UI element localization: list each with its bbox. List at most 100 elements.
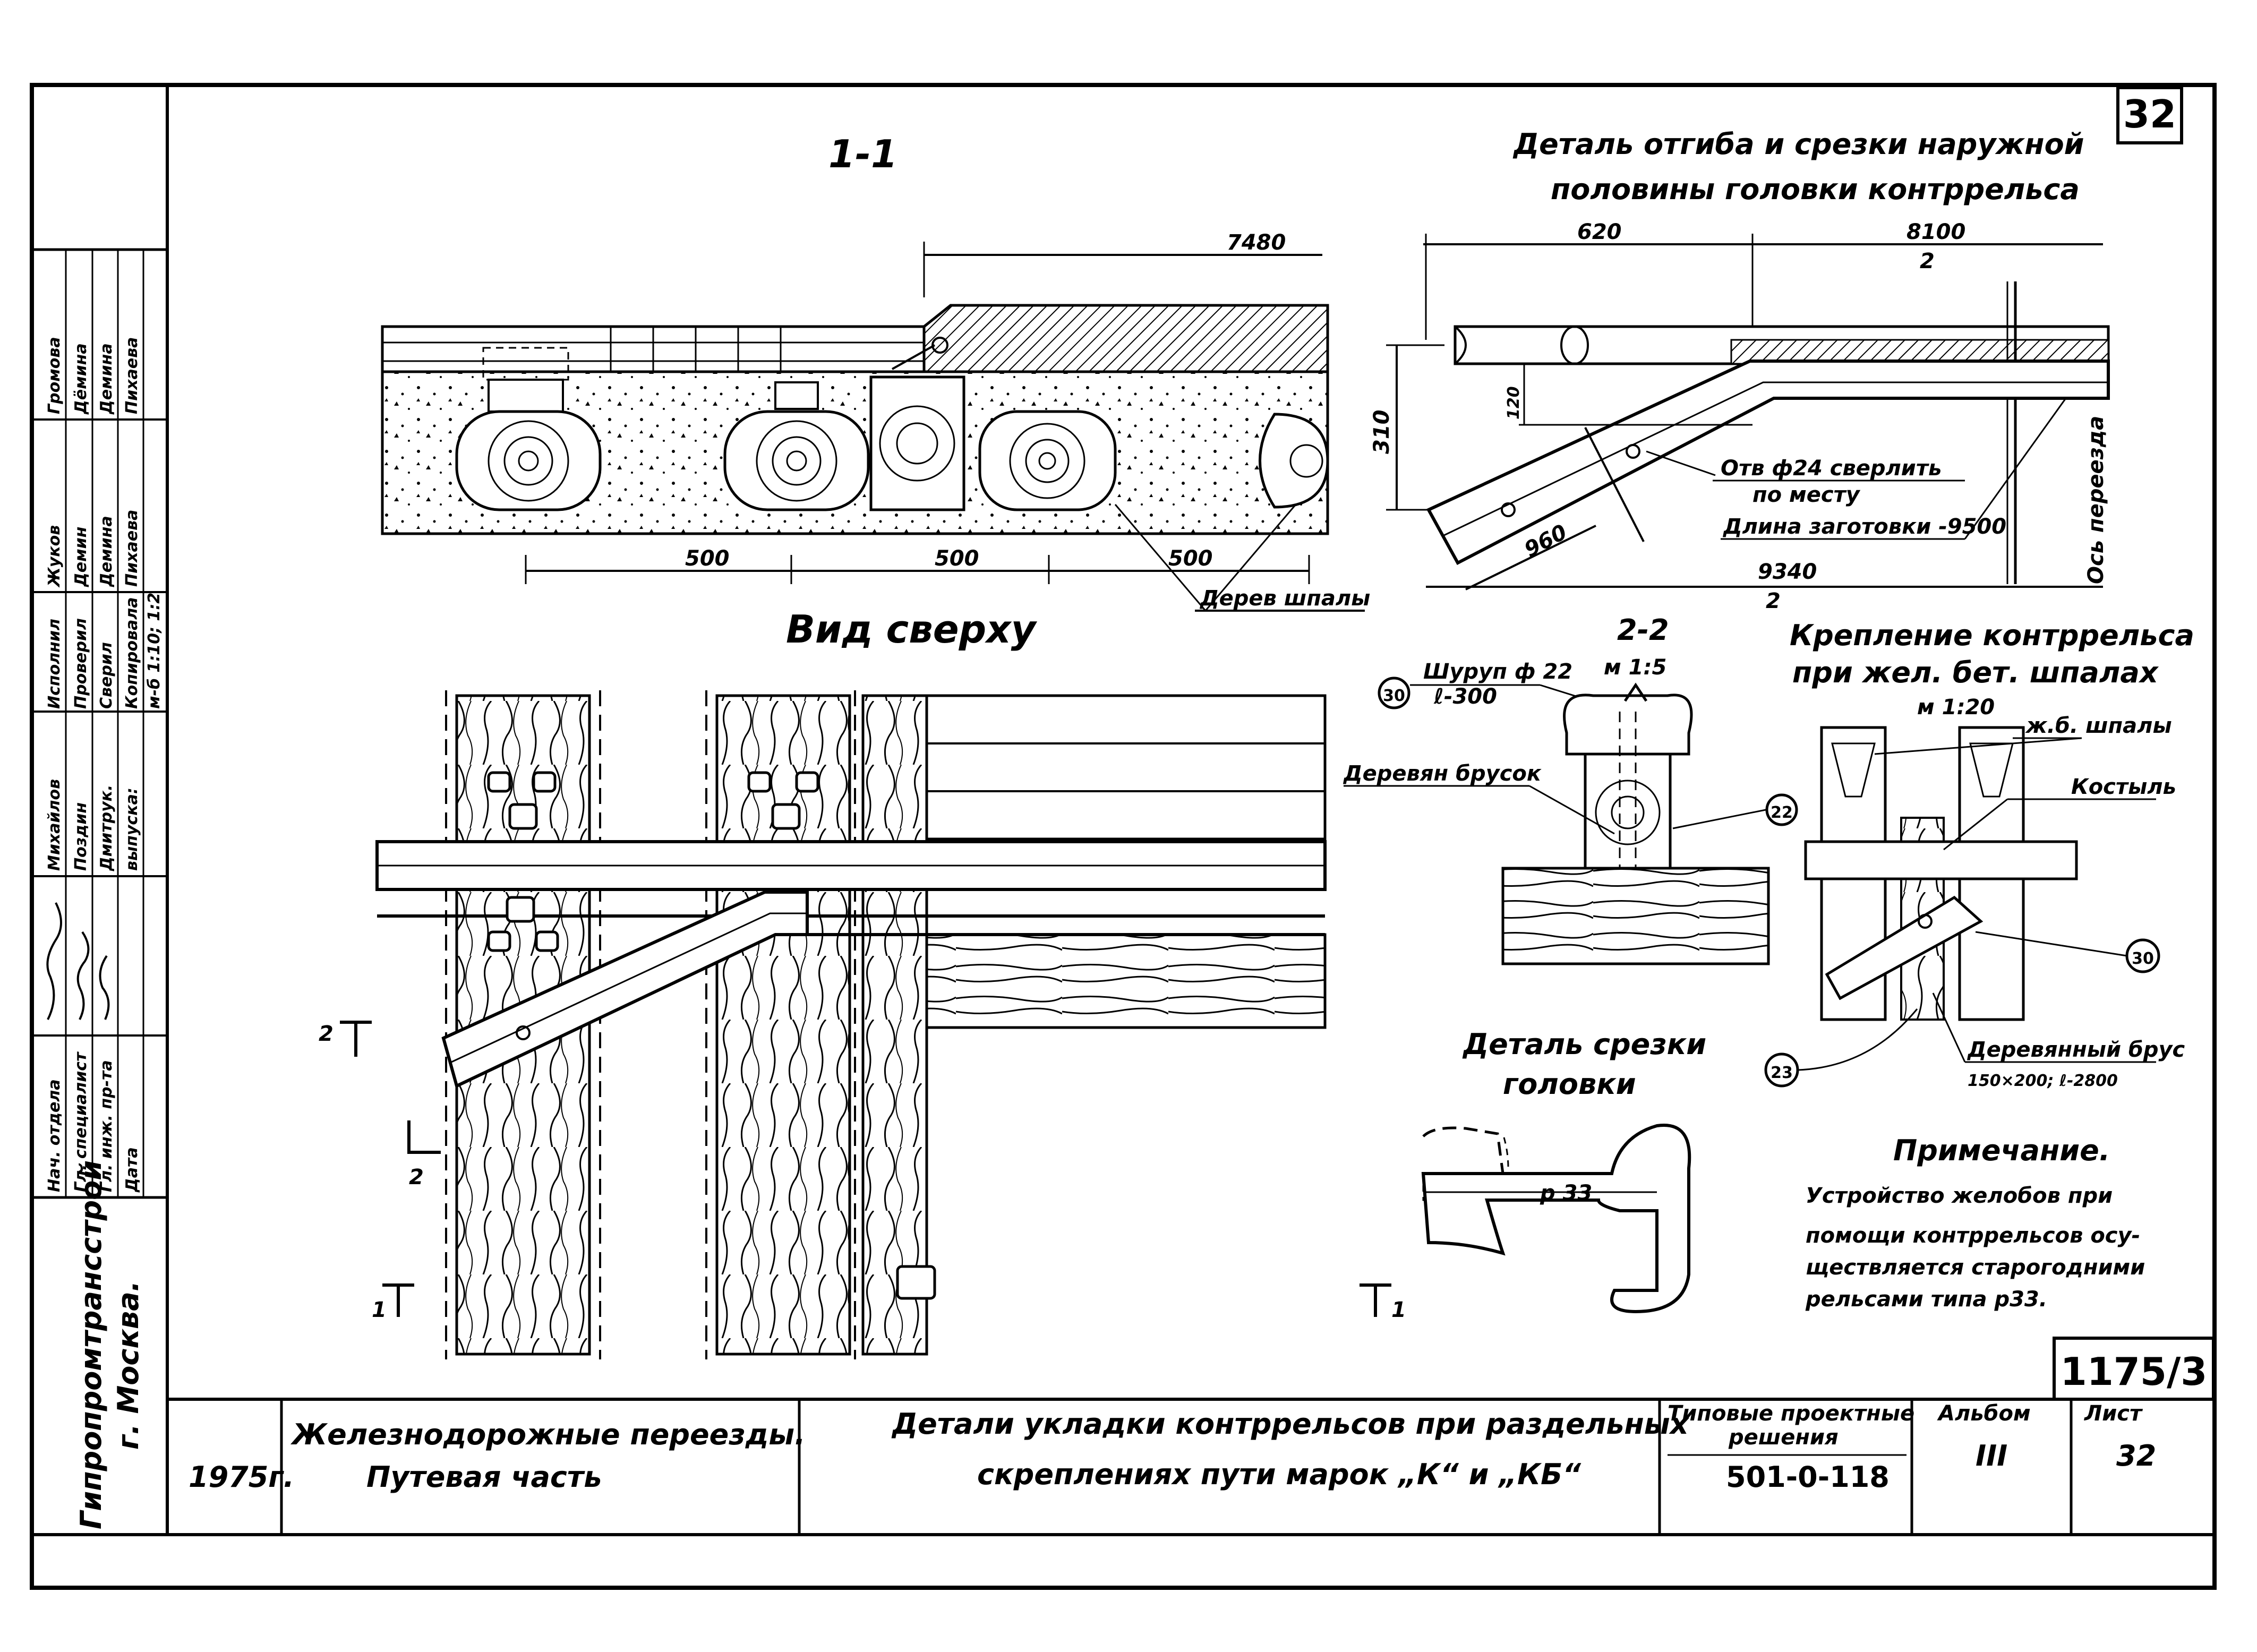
bend-title-2: половины головки контррельса — [1551, 173, 2080, 206]
cut-2-mark-a: 2 — [319, 1022, 334, 1046]
signature-3 — [99, 955, 110, 1020]
cut-detail-title-2: головки — [1503, 1067, 1636, 1101]
screw-label-1: Шуруп ф 22 — [1423, 660, 1572, 684]
dim-9340-den: 2 — [1766, 589, 1781, 613]
section-2-2: 2-2 м 1:5 30 Шуруп ф 22 ℓ-300 Деревян бр… — [1343, 613, 1798, 965]
cf-title-2: при жел. бет. шпалах — [1792, 656, 2159, 689]
bend-title-1: Деталь отгиба и срезки наружной — [1512, 127, 2084, 161]
stamp-name1-1: Поздин — [72, 802, 90, 871]
callout-22: 22 — [1771, 803, 1793, 822]
stamp-name2-3: Копировала — [123, 597, 141, 709]
title-block: 1175/3 1975г. Железнодорожные переезды. … — [167, 1337, 2215, 1535]
sleeper-2 — [723, 410, 870, 511]
note-axis: Ось переезда — [2084, 416, 2108, 584]
cut-detail-title-1: Деталь срезки — [1462, 1028, 1706, 1061]
cf-label-spike: Костыль — [2071, 775, 2176, 799]
stamp-name3-2: Демина — [97, 516, 116, 587]
bend-detail: Деталь отгиба и срезки наружной половины… — [1370, 127, 2110, 613]
sleeper-1 — [455, 410, 602, 511]
stamp-name4-1: Дёмина — [72, 343, 90, 415]
note-title: Примечание. — [1893, 1134, 2110, 1167]
note-blank-length: Длина заготовки -9500 — [1722, 515, 2006, 539]
concrete-fastening-detail: Крепление контррельса при жел. бет. шпал… — [1764, 619, 2194, 1090]
signature-2 — [76, 931, 90, 1020]
callout-23: 23 — [1771, 1064, 1793, 1082]
note-line-3: ществляется старогодними — [1806, 1255, 2145, 1280]
series-code: 501-0-118 — [1726, 1460, 1890, 1494]
section-2-2-title: 2-2 — [1617, 613, 1669, 647]
stamp-name2-2: Сверил — [97, 642, 116, 709]
wood-block — [869, 337, 965, 511]
top-view: Вид сверху — [319, 607, 1406, 1359]
sheet-label: Лист — [2084, 1401, 2143, 1426]
organization-city: г. Москва. — [112, 1281, 145, 1450]
stamp-name3-1: Демин — [72, 527, 90, 587]
cf-label-bar-2: 150×200; ℓ-2800 — [1968, 1072, 2118, 1090]
dim-620: 620 — [1577, 220, 1622, 244]
fasteners — [487, 771, 936, 1300]
year: 1975г. — [189, 1460, 294, 1494]
callout-30-a: 30 — [1383, 687, 1405, 705]
sleeper-top-2 — [715, 694, 851, 1356]
note-line-1: Устройство желобов при — [1806, 1184, 2113, 1208]
label-wooden-sleepers: Дерев шпалы — [1199, 586, 1370, 611]
series-label-2: решения — [1728, 1425, 1839, 1450]
stamp-role-3: Дата — [123, 1147, 141, 1193]
note-hole-1: Отв ф24 сверлить — [1721, 456, 1942, 481]
organization-name: Гипропромтрансстрой — [74, 1160, 108, 1529]
stamp-name4-0: Громова — [45, 337, 64, 414]
series-label-1: Типовые проектные — [1668, 1401, 1914, 1426]
stamp-role-0: Нач. отдела — [45, 1079, 64, 1192]
cut-1-mark-b: 1 — [1391, 1298, 1406, 1322]
stamp-name4-2: Демина — [97, 343, 116, 415]
stamp-name1-3: выпуска: — [123, 788, 141, 871]
cf-label-sleepers: ж.б. шпалы — [2025, 714, 2172, 738]
bar-top — [861, 694, 928, 1356]
album-label: Альбом — [1937, 1401, 2031, 1426]
guard-rail-bent — [441, 891, 809, 1089]
cf-label-bar-1: Деревянный брус — [1967, 1038, 2185, 1062]
rail-profile — [381, 325, 968, 373]
dim-120: 120 — [1504, 386, 1523, 420]
sheet-number-box: 32 — [2116, 86, 2183, 144]
sleeper-3 — [978, 410, 1117, 511]
rail-cross-section — [1421, 1124, 1691, 1314]
note-line-2: помощи контррельсов осу- — [1806, 1223, 2140, 1248]
asphalt-layer — [922, 304, 1329, 373]
stamp-name4-3: Пихаева — [123, 337, 141, 414]
project-title-2: Путевая часть — [366, 1460, 602, 1494]
dim-9340: 9340 — [1758, 560, 1817, 584]
screw-label-2: ℓ-300 — [1433, 684, 1497, 709]
note-block: Примечание. Устройство желобов при помощ… — [1805, 1134, 2145, 1312]
cf-scale: м 1:20 — [1917, 695, 1995, 720]
stamp-role-1: Гл. специалист — [72, 1051, 90, 1192]
stamp-name3-3: Пихаева — [123, 510, 141, 587]
cf-title-1: Крепление контррельса — [1790, 619, 2194, 652]
wood-block-label: Деревян брусок — [1343, 761, 1542, 786]
dim-500-3: 500 — [1168, 546, 1213, 571]
stamp-name2-1: Проверил — [72, 618, 90, 709]
signature-1 — [46, 902, 62, 1020]
section-1-1: 1-1 7480 — [381, 132, 1370, 612]
sleeper-4 — [1259, 413, 1329, 509]
section-2-2-scale: м 1:5 — [1604, 655, 1666, 680]
rail-type: р 33 — [1540, 1181, 1592, 1205]
note-hole-2: по месту — [1752, 483, 1861, 507]
sheet-number: 32 — [2123, 92, 2176, 136]
dim-7480: 7480 — [1227, 230, 1286, 255]
dim-8100: 8100 — [1907, 220, 1965, 244]
stamp-name1-0: Михайлов — [45, 779, 64, 871]
cut-detail: Деталь срезки головки р 33 — [1421, 1028, 1706, 1314]
dim-500-1: 500 — [685, 546, 730, 571]
section-1-1-title: 1-1 — [828, 132, 897, 176]
sheet-title-2: скреплениях пути марок „К“ и „КБ“ — [977, 1458, 1581, 1491]
stamp-name2-4: м-б 1:10; 1:2 — [145, 593, 164, 709]
stamp-role-2: Гл. инж. пр-та — [97, 1060, 116, 1192]
stamp-name3-0: Жуков — [45, 525, 64, 588]
dim-500-2: 500 — [935, 546, 979, 571]
dim-8100-den: 2 — [1920, 249, 1935, 273]
note-line-4: рельсами типа р33. — [1805, 1287, 2047, 1312]
stamp-column: Нач. отдела Гл. специалист Гл. инж. пр-т… — [32, 248, 167, 1529]
callout-30-b: 30 — [2132, 949, 2154, 968]
